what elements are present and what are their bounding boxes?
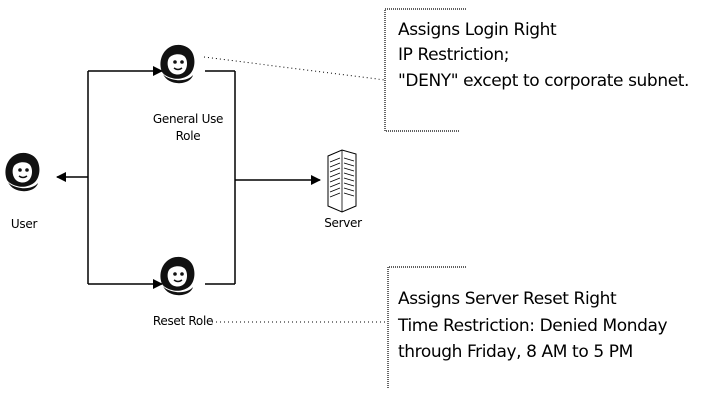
callout-brackets [384,8,466,388]
reset-callout-bracket [387,266,466,388]
user-label: User [10,217,38,231]
server-label: Server [324,216,362,230]
server-icon [327,149,357,213]
general-callout-line-3: "DENY" except to corporate subnet. [398,71,690,91]
general-role-label-line2: Role [175,129,201,143]
general-callout-bracket [384,8,466,132]
general-role-label-line1: General Use [152,112,224,126]
user-icon [4,152,41,192]
general-role-icon [159,44,196,84]
reset-callout-line-3: through Friday, 8 AM to 5 PM [398,342,633,362]
reset-callout-line-2: Time Restriction: Denied Monday [398,316,668,336]
general-callout-leader [203,56,386,81]
connector-lines [56,66,321,289]
reset-role-icon [159,256,196,296]
reset-role-label: Reset Role [152,314,214,328]
reset-callout-line-1: Assigns Server Reset Right [398,289,617,309]
general-callout-line-2: IP Restriction; [398,45,510,65]
general-callout-line-1: Assigns Login Right [398,20,557,40]
callout-leaders [203,56,386,323]
